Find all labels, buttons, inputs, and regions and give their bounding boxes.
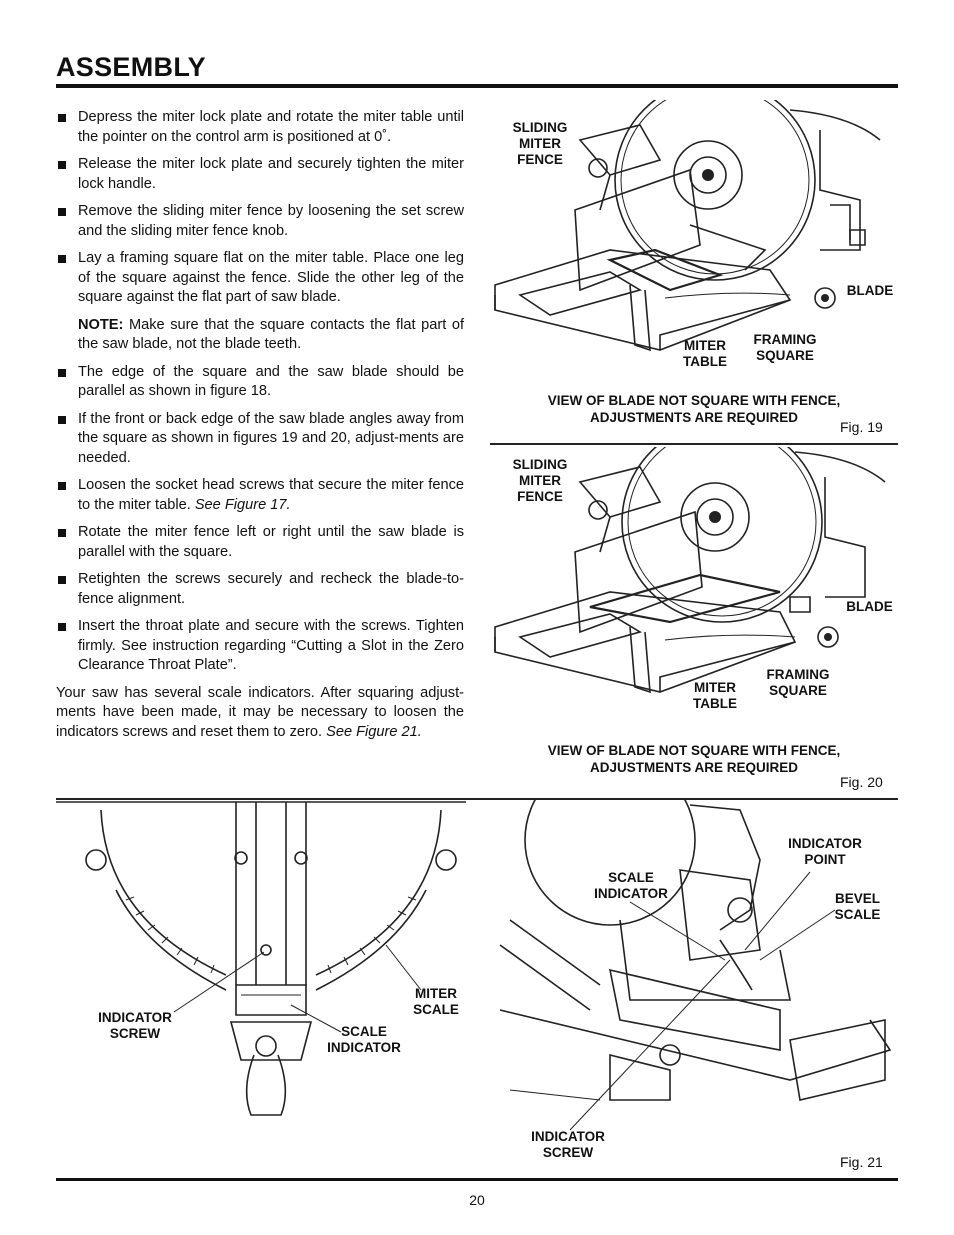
indicator-screw-label: INDICATOR SCREW	[98, 1010, 172, 1041]
figure-20: SLIDING MITER FENCE BLADE FRAMING SQUARE…	[490, 447, 898, 797]
figure-divider	[490, 443, 898, 445]
blade-label: BLADE	[846, 599, 893, 614]
figure-number: Fig. 19	[840, 419, 883, 435]
miter-scale-illustration	[56, 801, 466, 1116]
blade-label: BLADE	[846, 283, 894, 298]
figure-caption: VIEW OF BLADE NOT SQUARE WITH FENCE, ADJ…	[547, 393, 841, 425]
instruction-step: If the front or back edge of the saw bla…	[56, 410, 464, 469]
figure-reference: See Figure 17.	[194, 496, 291, 513]
instruction-step: Lay a framing square flat on the miter t…	[56, 249, 464, 308]
footer-rule	[56, 1178, 898, 1181]
figure-number: Fig. 21	[840, 1154, 883, 1170]
indicator-point-label: INDICATOR POINT	[788, 836, 862, 867]
bevel-scale-illustration	[499, 800, 892, 1101]
instruction-step: The edge of the square and the saw blade…	[56, 363, 464, 402]
instruction-step: Release the miter lock plate and securel…	[56, 155, 464, 194]
instruction-column: Depress the miter lock plate and rotate …	[56, 108, 464, 742]
leader-lines	[173, 944, 422, 1033]
note-label: NOTE:	[78, 316, 124, 333]
framing-square-label: FRAMING SQUARE	[753, 332, 817, 363]
sliding-miter-fence-label: SLIDING MITER FENCE	[512, 457, 568, 504]
closing-paragraph: Your saw has several scale indicators. A…	[56, 684, 464, 743]
header-rule	[56, 84, 898, 88]
note: NOTE: Make sure that the square contacts…	[56, 316, 464, 355]
miter-saw-illustration	[494, 100, 881, 352]
instruction-step: Loosen the socket head screws that secur…	[56, 476, 464, 515]
note-text: Make sure that the square contacts the f…	[78, 316, 464, 353]
figure-reference: See Figure 21.	[326, 723, 422, 740]
instruction-step: Remove the sliding miter fence by loosen…	[56, 202, 464, 241]
page-number: 20	[469, 1192, 485, 1208]
sliding-miter-fence-label: SLIDING MITER FENCE	[512, 120, 568, 167]
bevel-scale-label: BEVEL SCALE	[834, 891, 881, 922]
figure-number: Fig. 20	[840, 774, 883, 790]
miter-table-label: MITER TABLE	[683, 338, 727, 369]
instruction-step: Insert the throat plate and secure with …	[56, 617, 464, 676]
framing-square-label: FRAMING SQUARE	[766, 667, 830, 698]
instruction-step: Depress the miter lock plate and rotate …	[56, 108, 464, 147]
figure-21-left: INDICATOR SCREW SCALE INDICATOR MITER SC…	[56, 800, 466, 1120]
leader-lines	[569, 871, 836, 1131]
miter-saw-illustration	[494, 447, 886, 694]
figure-19: SLIDING MITER FENCE BLADE FRAMING SQUARE…	[490, 100, 898, 445]
indicator-screw-label: INDICATOR SCREW	[531, 1129, 605, 1160]
miter-table-label: MITER TABLE	[693, 680, 737, 711]
instruction-step: Rotate the miter fence left or right unt…	[56, 523, 464, 562]
instruction-step: Retighten the screws securely and rechec…	[56, 570, 464, 609]
figure-caption: VIEW OF BLADE NOT SQUARE WITH FENCE, ADJ…	[547, 743, 841, 775]
figure-divider	[56, 798, 898, 800]
page-title: ASSEMBLY	[56, 52, 206, 82]
scale-indicator-label: SCALE INDICATOR	[594, 870, 668, 901]
scale-indicator-label: SCALE INDICATOR	[327, 1024, 401, 1055]
step-text: Loosen the socket head screws that secur…	[78, 477, 464, 513]
figure-21-right: INDICATOR POINT SCALE INDICATOR BEVEL SC…	[490, 800, 898, 1175]
miter-scale-label: MITER SCALE	[413, 986, 459, 1017]
closing-text: Your saw has several scale indicators. A…	[56, 684, 464, 740]
